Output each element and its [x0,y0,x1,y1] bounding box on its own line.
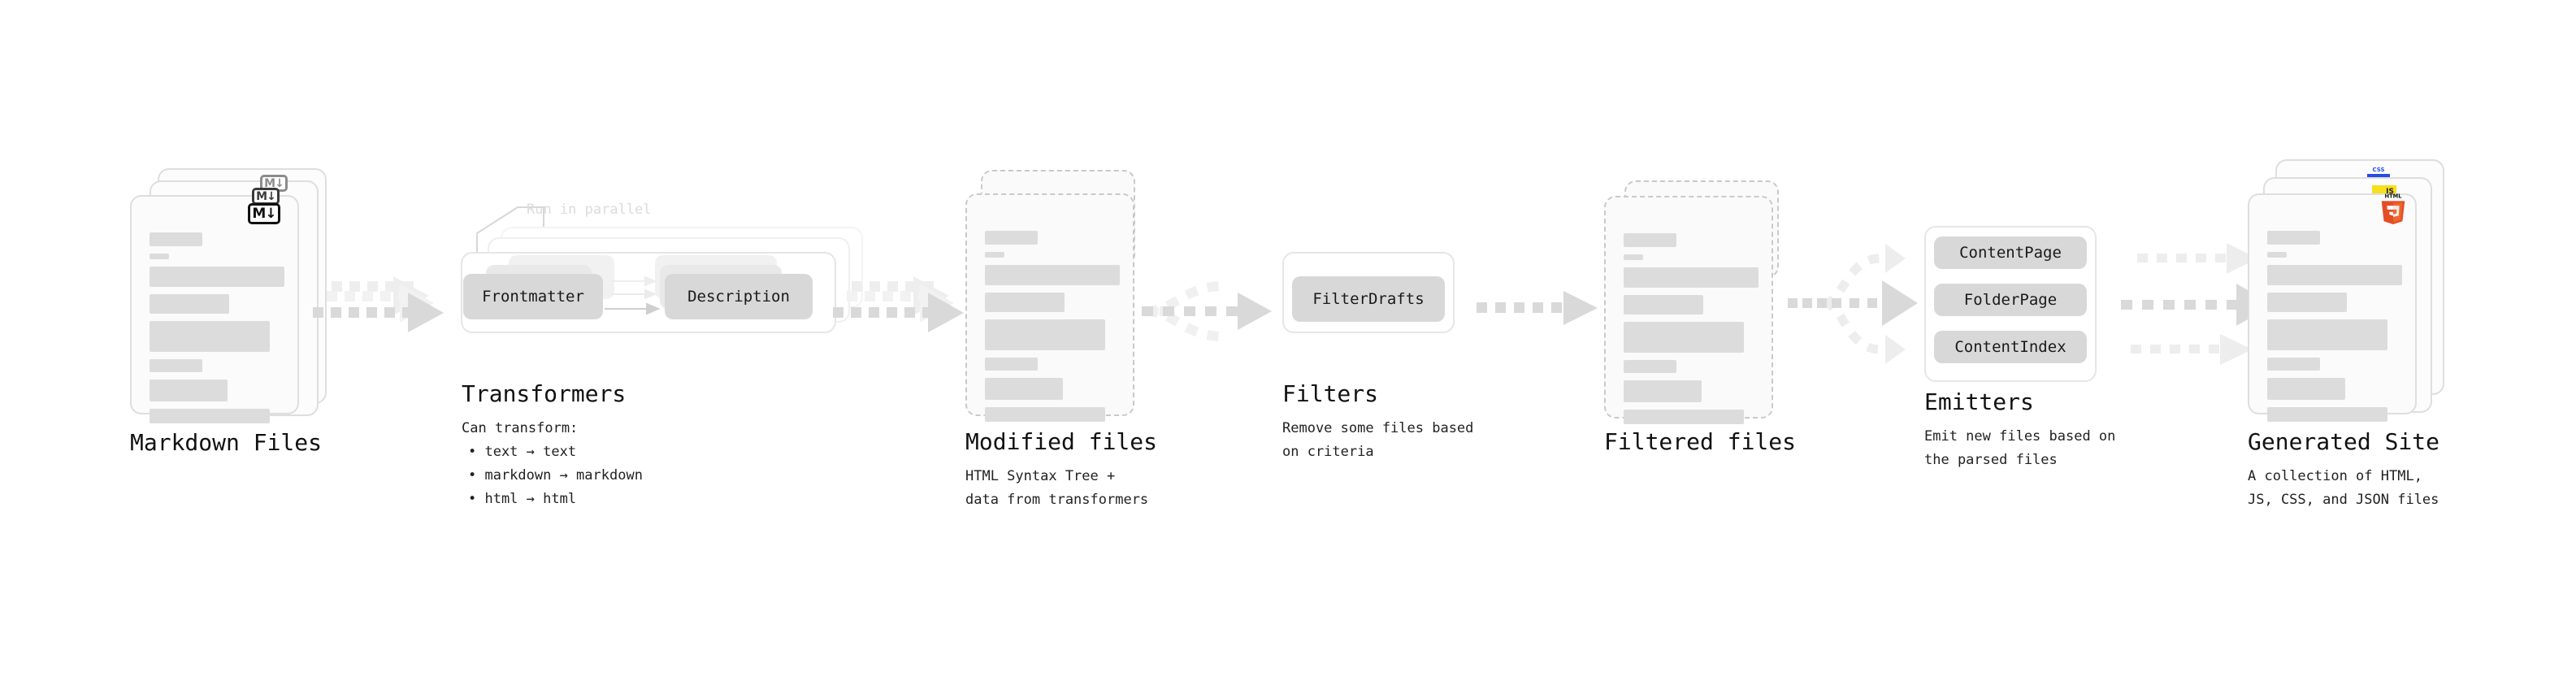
emitters-title: Emitters [1924,388,2034,415]
run-in-parallel-label: Run in parallel [527,202,652,218]
emitter-chip-contentindex[interactable]: ContentIndex [1934,331,2087,363]
connector-filters-to-filtered [1477,291,1598,325]
site-file-skeleton [2267,231,2402,429]
transformers-subtitle-item-0: • text → text [468,444,577,460]
markdown-icon-mid: M↓ [252,188,280,205]
generated-site-subtitle: A collection of HTML, JS, CSS, and JSON … [2248,468,2439,508]
emitters-subtitle: Emit new files based on the parsed files [1924,428,2116,468]
modified-file-skeleton [985,231,1120,429]
css-icon: CSS [2367,167,2390,177]
transformers-subtitle-item-2: • html → html [468,491,577,507]
transformers-title: Transformers [462,380,627,407]
emitter-chip-folderpage[interactable]: FolderPage [1934,284,2087,316]
transformer-inner-arrows [605,275,661,315]
connector-markdown-to-transformers [313,276,444,332]
connector-modified-to-filters [1142,281,1272,341]
transformer-chip-description[interactable]: Description [665,274,813,319]
modified-file-card-front [965,193,1134,422]
filtered-files-title: Filtered files [1604,428,1797,455]
emitter-chip-contentpage[interactable]: ContentPage [1934,236,2087,269]
connector-transformers-to-modified [833,276,964,332]
filtered-file-card-front [1604,196,1773,424]
markdown-files-title: Markdown Files [130,429,323,456]
connector-filtered-to-emitters [1788,244,1918,364]
transformer-chip-frontmatter[interactable]: Frontmatter [463,274,603,319]
filters-title: Filters [1282,380,1379,407]
filters-subtitle: Remove some files based on criteria [1282,420,1474,460]
modified-files-subtitle: HTML Syntax Tree + data from transformer… [965,468,1149,508]
html5-icon: HTML [2381,193,2405,224]
svg-text:HTML: HTML [2385,193,2403,200]
markdown-icon: M↓ [248,203,280,224]
modified-files-title: Modified files [965,428,1158,455]
run-in-parallel-bracket [476,206,544,261]
transformers-subtitle-item-1: • markdown → markdown [468,467,643,484]
generated-site-title: Generated Site [2248,428,2440,455]
transformers-subtitle-lead: Can transform: [462,420,579,436]
site-file-card-front [2248,193,2417,422]
markdown-file-skeleton [150,232,284,431]
filter-chip-filterdrafts[interactable]: FilterDrafts [1292,276,1445,322]
filtered-file-skeleton [1624,233,1759,432]
markdown-file-card-front [130,195,299,423]
